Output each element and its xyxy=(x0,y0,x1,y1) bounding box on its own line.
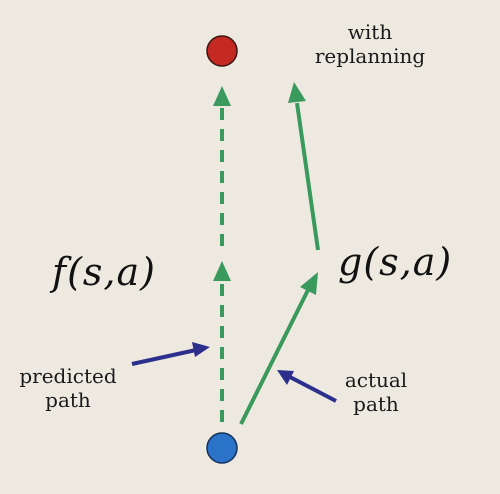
predicted-path-pointer xyxy=(131,348,197,366)
replanned-path-segment xyxy=(295,102,320,251)
f-of-s-a-label: f(s,a) xyxy=(52,250,156,294)
actual-path-pointer-head xyxy=(277,370,294,385)
actual-path-arrowhead xyxy=(300,272,318,295)
goal-node xyxy=(206,35,238,67)
actual-path-line-1: actual xyxy=(344,368,408,392)
predicted-path-pointer-head xyxy=(192,342,210,357)
predicted-path-line-1: predicted xyxy=(19,364,117,388)
actual-path-label: actual path xyxy=(326,368,426,416)
replanned-path-arrowhead xyxy=(288,82,306,103)
predicted-path-arrow xyxy=(213,86,231,422)
actual-path-arrow xyxy=(239,82,320,425)
actual-path-segment xyxy=(239,289,310,425)
actual-path-line-2: path xyxy=(353,392,399,416)
predicted-path-lower-arrowhead xyxy=(213,261,231,281)
annotation-arrows xyxy=(131,342,337,403)
with-replanning-line-1: with xyxy=(347,20,393,44)
start-node xyxy=(206,432,238,464)
g-of-s-a-label: g(s,a) xyxy=(338,240,453,284)
predicted-path-label: predicted path xyxy=(0,364,136,412)
predicted-path-line-2: path xyxy=(45,388,91,412)
predicted-path-upper-arrowhead xyxy=(213,86,231,106)
actual-path-pointer xyxy=(289,375,337,403)
with-replanning-label: with replanning xyxy=(300,20,440,68)
with-replanning-line-2: replanning xyxy=(314,44,426,68)
